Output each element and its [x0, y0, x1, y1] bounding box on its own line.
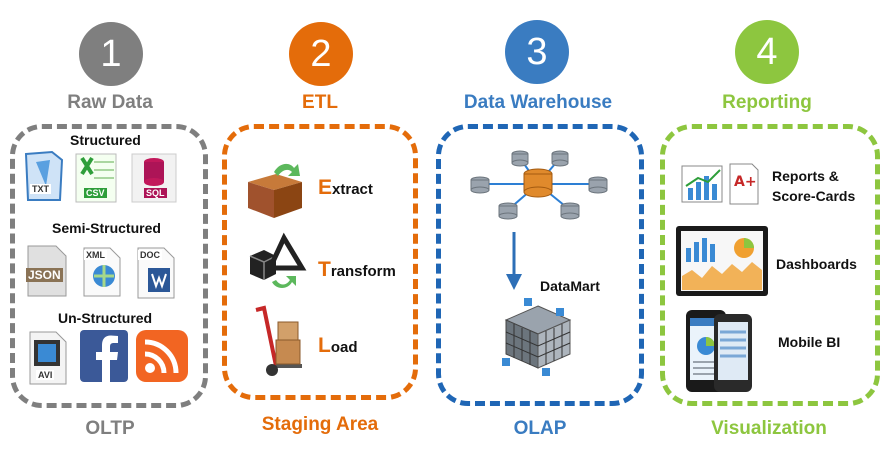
- stage-1-number: 1: [79, 22, 143, 86]
- load-hand-truck-icon: [250, 305, 306, 378]
- stage-2-title: ETL: [302, 92, 338, 113]
- avi-file-icon: AVI: [26, 330, 70, 386]
- extract-label: Extract: [318, 176, 373, 199]
- report-chart-icon: A+: [680, 162, 762, 206]
- database-network-icon: [460, 144, 616, 230]
- reports-scorecards-label: Reports & Score-Cards: [772, 166, 855, 206]
- reports-line-1: Reports &: [772, 168, 839, 184]
- transform-shapes-icon: [244, 232, 308, 294]
- transform-label: Transform: [318, 258, 396, 281]
- raw-data-box: [10, 124, 208, 408]
- extract-box-icon: [244, 160, 306, 220]
- stage-4-number: 4: [735, 20, 799, 84]
- json-file-icon: JSON: [24, 244, 70, 298]
- mobile-bi-label: Mobile BI: [778, 334, 841, 350]
- mobile-phone-icon: [684, 308, 754, 394]
- stage-4-footer: Visualization: [711, 418, 827, 439]
- un-structured-label: Un-Structured: [58, 310, 153, 326]
- stage-2-footer: Staging Area: [261, 414, 379, 435]
- dashboard-screen-icon: [676, 226, 768, 296]
- load-label: Load: [318, 334, 358, 357]
- dashboards-label: Dashboards: [776, 256, 857, 272]
- etl-box: [222, 124, 418, 400]
- svg-text:A+: A+: [734, 174, 757, 190]
- datamart-label: DataMart: [540, 278, 600, 294]
- txt-file-icon: TXT: [24, 150, 64, 202]
- stage-1-footer: OLTP: [85, 418, 135, 439]
- structured-label: Structured: [70, 132, 141, 148]
- reports-line-2: Score-Cards: [772, 188, 856, 204]
- reporting-box: [660, 124, 880, 406]
- stage-1-title: Raw Data: [67, 92, 153, 113]
- sql-database-icon: SQL: [130, 152, 178, 204]
- stage-4-title: Reporting: [722, 92, 812, 113]
- stage-3-footer: OLAP: [513, 418, 567, 439]
- data-cube-icon: [498, 298, 578, 376]
- data-warehouse-box: [436, 124, 644, 406]
- stage-2-number: 2: [289, 22, 353, 86]
- csv-file-icon: CSV: [74, 152, 118, 204]
- doc-file-icon: DOC: [134, 246, 178, 300]
- xml-file-icon: XML: [80, 246, 124, 298]
- rss-feed-icon: [136, 330, 188, 382]
- stage-3-title: Data Warehouse: [463, 92, 613, 113]
- facebook-icon: [80, 330, 130, 382]
- stage-3-number: 3: [505, 20, 569, 84]
- down-arrow-icon: [506, 232, 522, 292]
- semi-structured-label: Semi-Structured: [52, 220, 161, 236]
